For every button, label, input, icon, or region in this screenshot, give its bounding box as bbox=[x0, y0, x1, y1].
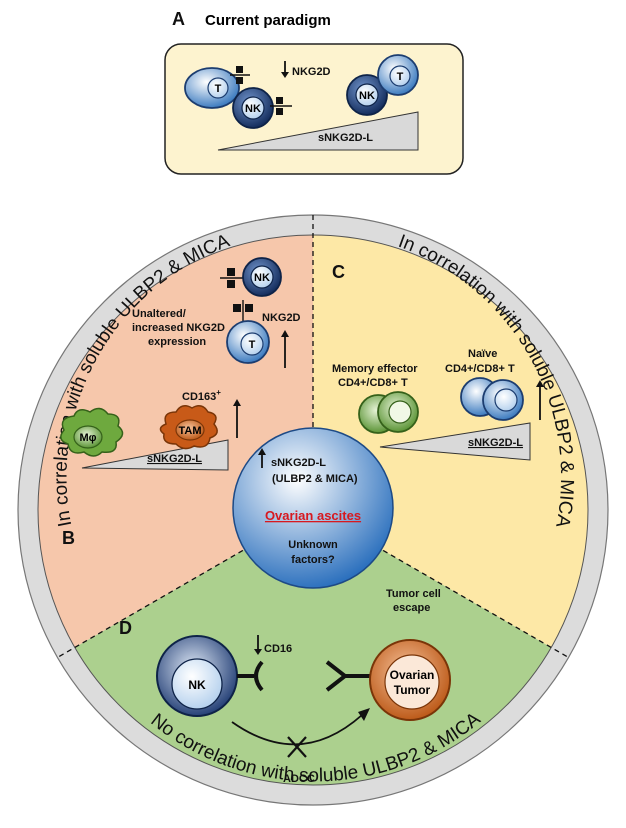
t-cell-icon: T bbox=[226, 320, 270, 364]
nk-cell-icon: NK bbox=[232, 87, 274, 129]
arrow-down-icon bbox=[254, 635, 262, 655]
tumor-label-1: Ovarian bbox=[390, 668, 435, 682]
panel-c-letter: C bbox=[332, 262, 345, 282]
panel-b-unaltered-3: expression bbox=[148, 336, 206, 348]
arrow-up-icon bbox=[258, 448, 266, 468]
panel-b-nkg2d-label: NKG2D bbox=[262, 312, 301, 324]
receptor-icon bbox=[220, 268, 246, 288]
t-cell-label: T bbox=[215, 83, 222, 95]
center-line-3: Unknown bbox=[288, 539, 338, 551]
receptor-icon bbox=[270, 97, 292, 115]
panel-c-naive-1: Naïve bbox=[468, 348, 497, 360]
cd16-receptor-icon bbox=[237, 660, 264, 692]
panel-a-title: Current paradigm bbox=[205, 12, 331, 29]
nk-cell-label: NK bbox=[254, 272, 270, 284]
panel-c-naive-2: CD4+/CD8+ T bbox=[445, 363, 515, 375]
center-highlight: Ovarian ascites bbox=[265, 508, 361, 523]
panel-a: A Current paradigm sNKG2D-L NKG2D T NK bbox=[164, 9, 464, 175]
memory-t-cell-icon bbox=[358, 391, 419, 434]
panel-a-gradient-wedge bbox=[217, 111, 419, 151]
naive-t-cell-icon bbox=[460, 377, 524, 421]
tumor-label-2: Tumor bbox=[394, 683, 431, 697]
panel-c-memory-2: CD4+/CD8+ T bbox=[338, 377, 408, 389]
macrophage-icon: Mφ bbox=[60, 407, 124, 457]
nk-cell-icon: NK bbox=[156, 635, 238, 717]
t-cell-icon: T bbox=[377, 54, 419, 96]
panel-c: C Memory effector CD4+/CD8+ T Naïve CD4+… bbox=[332, 262, 544, 461]
tumor-escape-1: Tumor cell bbox=[386, 588, 441, 600]
panel-b: B NK NKG2D Unaltered/ increased NKG2D ex… bbox=[60, 257, 301, 548]
nk-cell-label: NK bbox=[359, 90, 375, 102]
arrow-up-icon bbox=[536, 380, 544, 420]
nk-cell-label: NK bbox=[245, 103, 261, 115]
panel-b-unaltered-2: increased NKG2D bbox=[132, 322, 225, 334]
panel-b-sligand-label: sNKG2D-L bbox=[147, 453, 202, 465]
tam-label: TAM bbox=[178, 425, 201, 437]
center-line-2: (ULBP2 & MICA) bbox=[272, 473, 358, 485]
center-line-4: factors? bbox=[291, 554, 335, 566]
tumor-cell-icon: Ovarian Tumor bbox=[369, 639, 451, 721]
t-cell-label: T bbox=[397, 71, 404, 83]
panel-c-gradient-wedge bbox=[379, 422, 531, 461]
receptor-icon bbox=[230, 66, 250, 84]
tumor-escape-2: escape bbox=[393, 602, 430, 614]
nk-cell-icon: NK bbox=[242, 257, 282, 297]
cd16-label: CD16 bbox=[264, 643, 292, 655]
panel-c-memory-1: Memory effector bbox=[332, 363, 418, 375]
panel-c-sligand-label: sNKG2D-L bbox=[468, 437, 523, 449]
panel-b-cd163-label: CD163+ bbox=[182, 388, 221, 403]
tam-icon: TAM bbox=[159, 405, 218, 450]
receptor-icon bbox=[233, 300, 253, 322]
center-line-1: sNKG2D-L bbox=[271, 457, 326, 469]
arrow-down-icon bbox=[281, 61, 289, 78]
panel-d-letter: D bbox=[119, 618, 132, 638]
arrow-up-icon bbox=[233, 399, 241, 438]
arrow-up-icon bbox=[281, 330, 289, 368]
macrophage-label: Mφ bbox=[79, 432, 96, 444]
t-cell-label: T bbox=[249, 339, 256, 351]
panel-a-nkg2d-label: NKG2D bbox=[292, 66, 331, 78]
panel-b-letter: B bbox=[62, 528, 75, 548]
panel-d: D NK CD16 Tumor cell escape Ovarian bbox=[119, 588, 451, 785]
panel-a-sligand-label: sNKG2D-L bbox=[318, 132, 373, 144]
nk-cell-icon: NK bbox=[346, 74, 388, 116]
adcc-arrow-icon bbox=[231, 708, 370, 758]
nk-cell-label: NK bbox=[188, 678, 206, 692]
panel-a-letter: A bbox=[172, 9, 185, 29]
antibody-icon bbox=[325, 660, 370, 692]
panel-a-box bbox=[164, 43, 464, 175]
adcc-label: ADCC bbox=[283, 773, 315, 785]
panel-b-unaltered-1: Unaltered/ bbox=[132, 308, 186, 320]
center-node: sNKG2D-L (ULBP2 & MICA) Ovarian ascites … bbox=[232, 427, 394, 589]
t-cell-icon: T bbox=[184, 67, 240, 109]
